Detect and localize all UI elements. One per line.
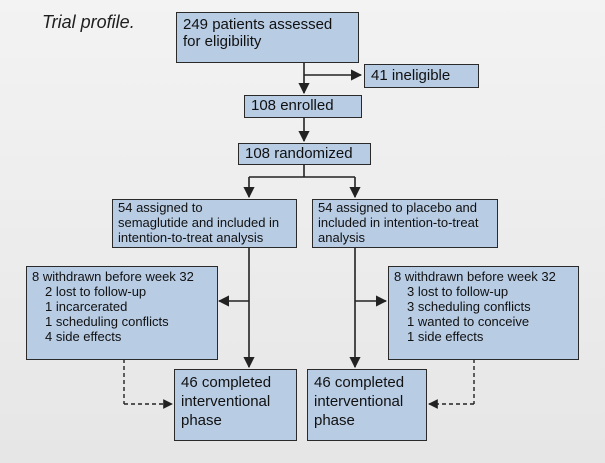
box-semaglutide: 54 assigned to semaglutide and included …	[112, 199, 297, 248]
box-line: 2 lost to follow-up	[45, 283, 147, 299]
box-line: 108 randomized	[245, 145, 353, 162]
box-line: 1 wanted to conceive	[407, 313, 530, 329]
box-line: interventional	[181, 392, 271, 410]
box-line: 41 ineligible	[371, 67, 451, 84]
box-line: 46 completed	[181, 374, 272, 391]
box-line: 3 lost to follow-up	[407, 283, 509, 299]
box-enrolled: 108 enrolled	[244, 95, 362, 118]
box-line: intention-to-treat analysis	[118, 229, 264, 245]
box-line: 1 incarcerated	[45, 298, 128, 314]
box-placebo: 54 assigned to placebo and included in i…	[312, 199, 498, 248]
box-randomized: 108 randomized	[238, 143, 371, 165]
box-line: included in intention-to-treat	[318, 214, 479, 230]
box-line: 4 side effects	[45, 328, 122, 344]
box-line: 46 completed	[314, 374, 405, 391]
box-completed-left: 46 completed interventional phase	[174, 369, 297, 441]
box-line: semaglutide and included in	[118, 214, 280, 230]
box-withdrawn-left: 8 withdrawn before week 32 2 lost to fol…	[26, 266, 218, 360]
box-withdrawn-right: 8 withdrawn before week 32 3 lost to fol…	[388, 266, 579, 360]
box-line: for eligibility	[183, 33, 262, 51]
box-line: interventional	[314, 392, 404, 410]
box-line: 54 assigned to placebo and	[318, 200, 478, 215]
box-line: 8 withdrawn before week 32	[32, 269, 194, 284]
box-ineligible: 41 ineligible	[364, 64, 479, 88]
box-line: 1 scheduling conflicts	[45, 313, 169, 329]
box-line: 108 enrolled	[251, 97, 334, 114]
box-line: 1 side effects	[407, 328, 484, 344]
box-assessed: 249 patients assessed for eligibility	[176, 12, 359, 63]
box-line: phase	[314, 411, 355, 429]
box-line: 54 assigned to	[118, 200, 203, 215]
box-completed-right: 46 completed interventional phase	[307, 369, 427, 441]
box-line: 3 scheduling conflicts	[407, 298, 531, 314]
box-line: analysis	[318, 229, 365, 245]
box-line: 8 withdrawn before week 32	[394, 269, 556, 284]
box-line: 249 patients assessed	[183, 16, 333, 33]
box-line: phase	[181, 411, 222, 429]
diagram-title: Trial profile.	[42, 12, 135, 32]
